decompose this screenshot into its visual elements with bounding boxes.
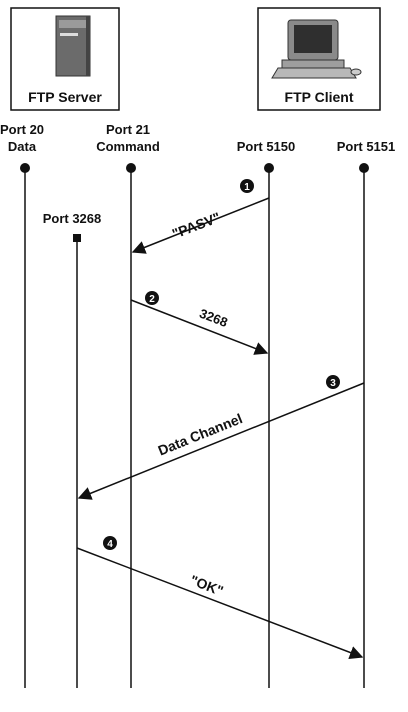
port-5151-dot bbox=[359, 163, 369, 173]
port-3268-label: Port 3268 bbox=[43, 211, 102, 226]
step-3-number: 3 bbox=[330, 378, 336, 389]
step-4-badge: 4 bbox=[103, 536, 117, 550]
port-21-label: Port 21 bbox=[106, 122, 150, 137]
server-label: FTP Server bbox=[28, 89, 102, 105]
message-ok: "OK" bbox=[188, 572, 226, 599]
step-2-badge: 2 bbox=[145, 291, 159, 305]
port-20-sublabel: Data bbox=[8, 139, 37, 154]
lifelines bbox=[24, 168, 365, 688]
arrow-data-channel bbox=[77, 382, 365, 500]
port-3268-dot bbox=[73, 234, 81, 242]
step-3-badge: 3 bbox=[326, 375, 340, 389]
port-20-dot bbox=[20, 163, 30, 173]
port-5150-label: Port 5150 bbox=[237, 139, 296, 154]
port-5151-label: Port 5151 bbox=[337, 139, 396, 154]
step-1-number: 1 bbox=[244, 182, 250, 193]
ftp-server-box: FTP Server bbox=[10, 7, 120, 111]
client-label: FTP Client bbox=[285, 89, 354, 105]
message-3268: 3268 bbox=[197, 306, 229, 330]
port-20-label: Port 20 bbox=[0, 122, 44, 137]
port-dots bbox=[20, 163, 369, 242]
arrow-3268 bbox=[130, 299, 269, 355]
server-icon bbox=[55, 15, 91, 77]
message-arrows bbox=[76, 197, 365, 659]
computer-icon bbox=[271, 19, 362, 79]
port-21-dot bbox=[126, 163, 136, 173]
step-1-badge: 1 bbox=[240, 179, 254, 193]
arrow-ok bbox=[76, 547, 364, 659]
ftp-client-box: FTP Client bbox=[257, 7, 381, 111]
message-data-channel: Data Channel bbox=[156, 410, 245, 458]
step-4-number: 4 bbox=[107, 539, 113, 550]
arrow-pasv bbox=[131, 197, 270, 254]
message-pasv: "PASV" bbox=[170, 209, 223, 242]
step-2-number: 2 bbox=[149, 294, 155, 305]
port-5150-dot bbox=[264, 163, 274, 173]
port-21-sublabel: Command bbox=[96, 139, 160, 154]
